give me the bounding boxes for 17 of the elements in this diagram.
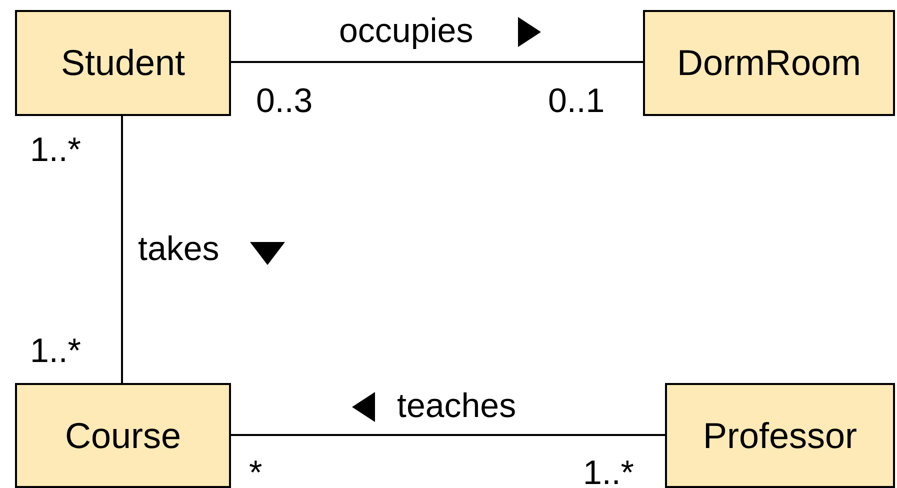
class-name: DormRoom [676,42,862,84]
association-line [231,61,643,63]
class-box [643,10,895,116]
multiplicity-label: 0..3 [256,84,313,118]
class-name: Student [60,42,186,84]
multiplicity-label: 1..* [30,334,82,368]
class-box [15,10,231,116]
multiplicity-label: * [249,456,262,488]
association-line [121,116,123,383]
class-name: Professor [702,414,858,456]
multiplicity-label: 1..* [583,456,634,488]
class-box [665,383,895,488]
class-box [15,383,231,488]
multiplicity-label: 0..1 [548,84,605,118]
class-name: Course [64,414,182,456]
association-line [231,434,665,436]
multiplicity-label: 1..* [30,133,82,167]
